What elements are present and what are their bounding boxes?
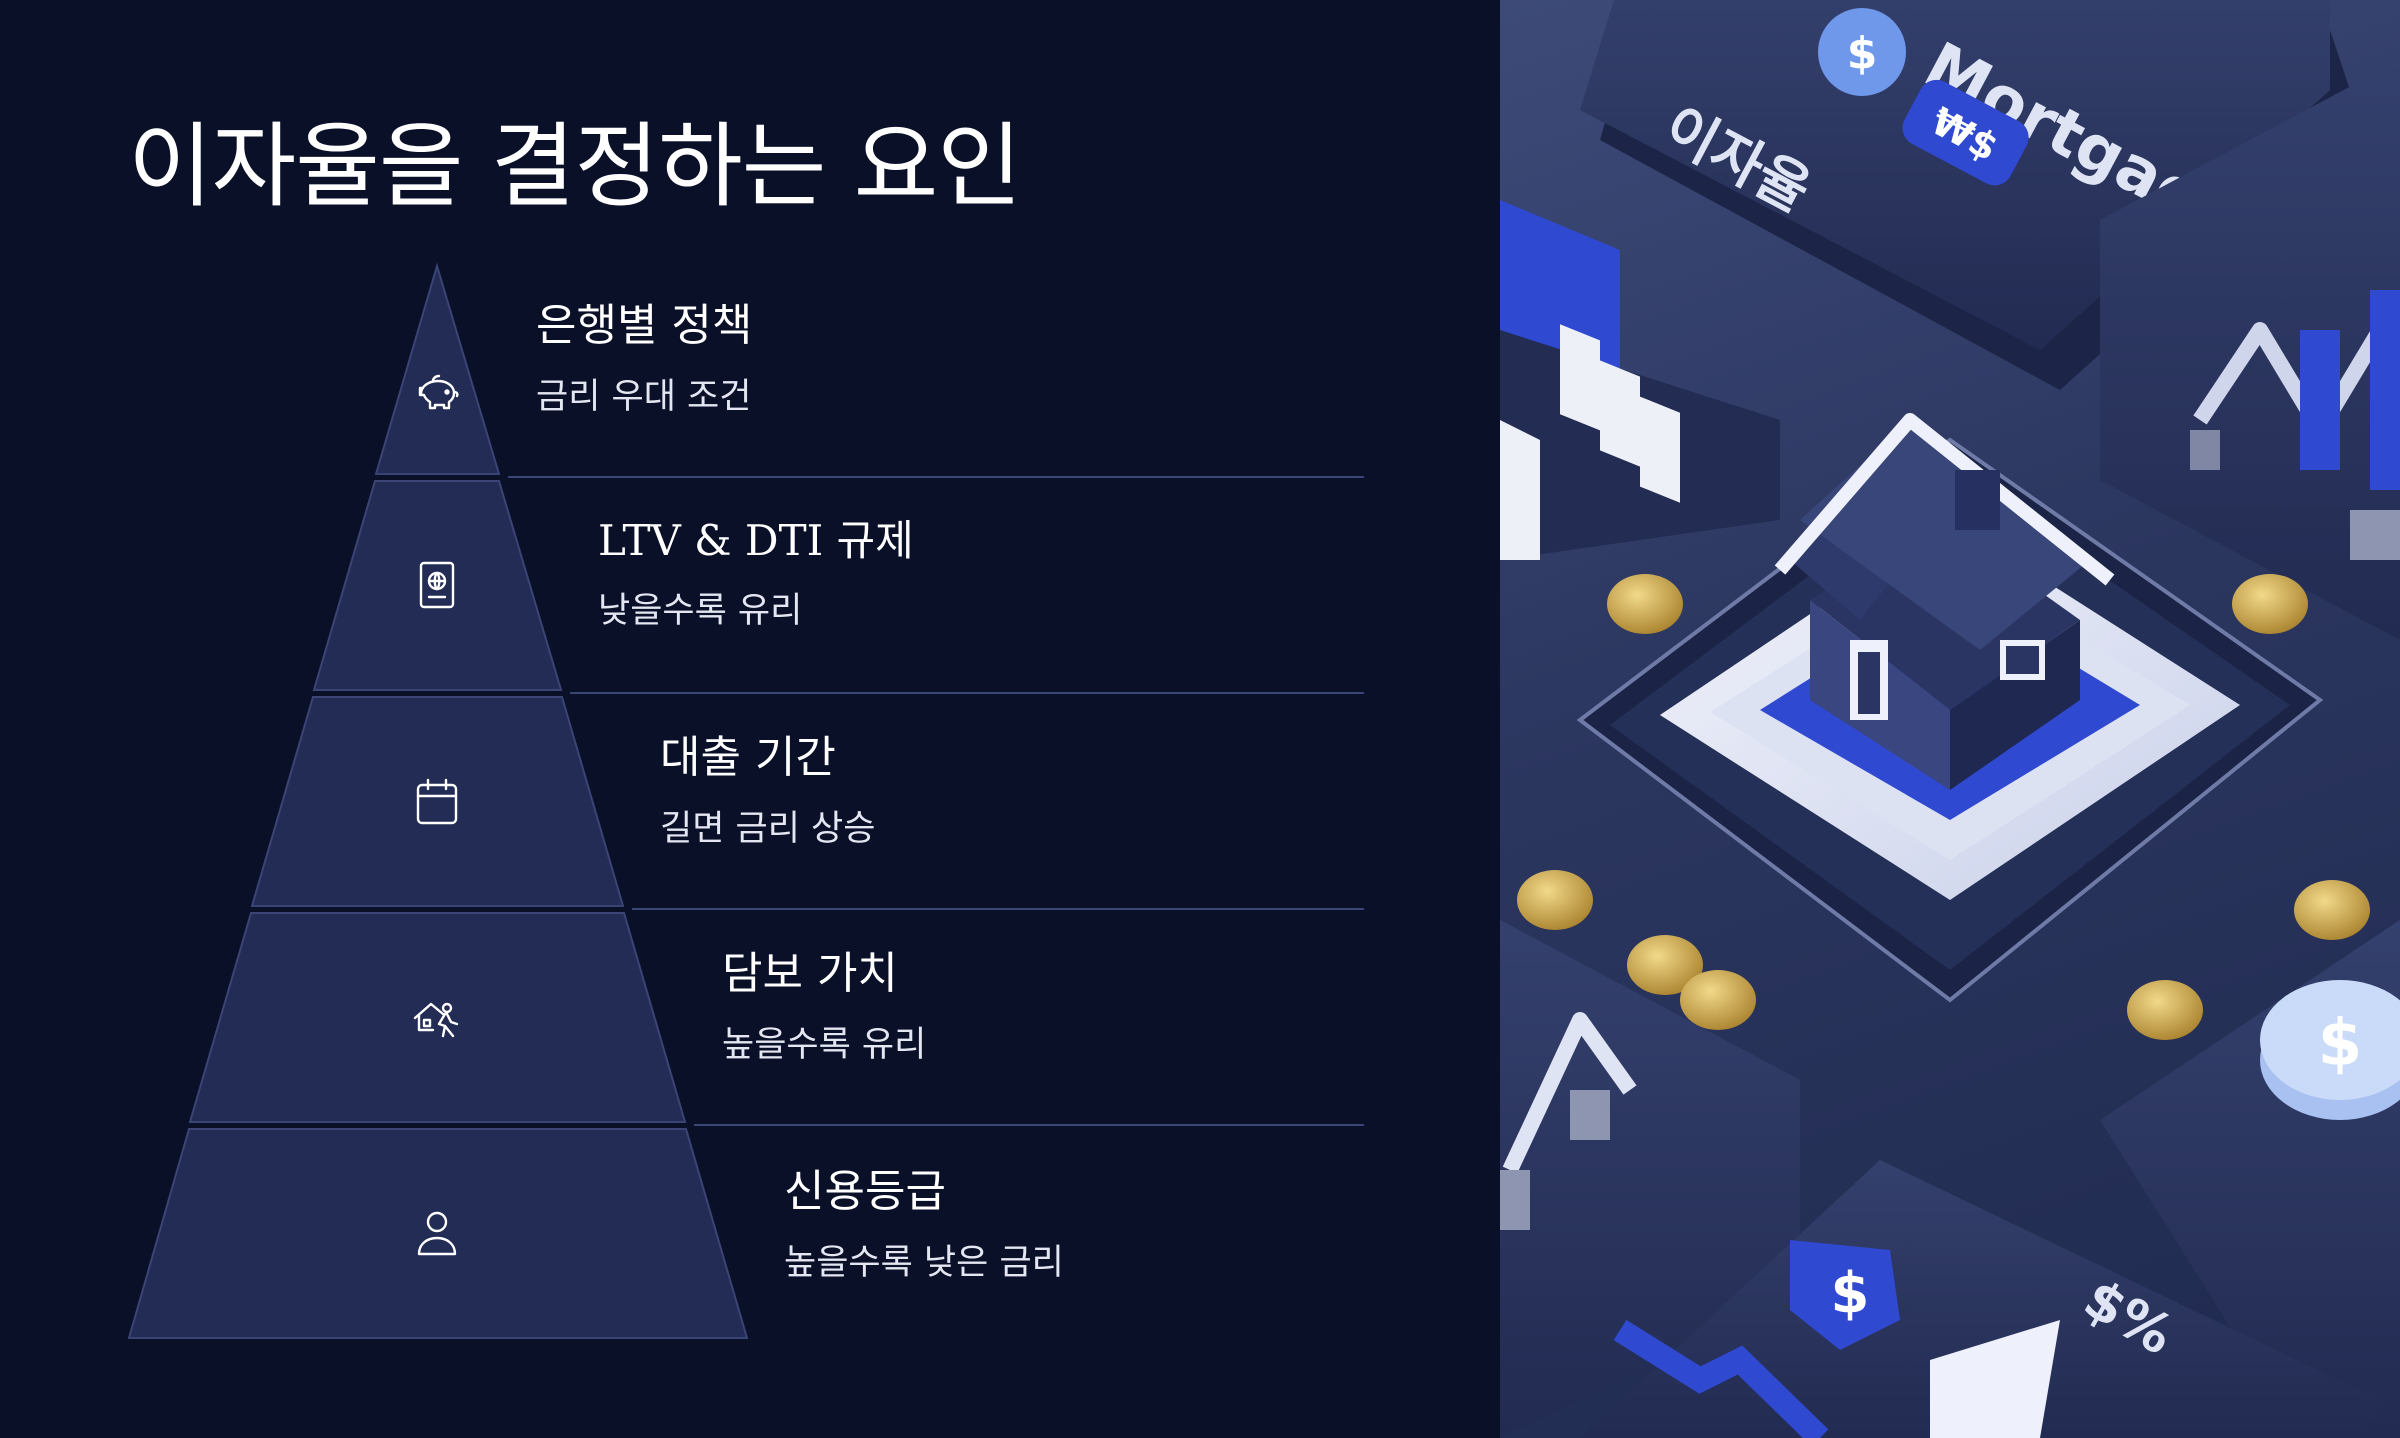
slide-title: 이자율을 결정하는 요인: [128, 113, 1022, 220]
bottom-badge: $: [1831, 1261, 1870, 1326]
tier-description: 높을수록 낮은 금리: [784, 1243, 1064, 1284]
sign-badge: $: [1847, 28, 1878, 79]
tier-description: 금리 우대 조건: [536, 377, 752, 418]
pyramid-tier-2: [312, 480, 563, 691]
tier-label-loan-term: 대출 기간 길면 금리 상승: [660, 732, 876, 850]
piggy-bank-icon: [409, 368, 465, 424]
tier-title: 신용등급: [784, 1166, 946, 1217]
tier-description: 높을수록 유리: [722, 1025, 927, 1066]
tier-description: 낮을수록 유리: [598, 591, 803, 632]
mortgage-illustration: Mortgage 이자율 $ ₩$: [1500, 0, 2400, 1438]
pyramid-tier-5: [127, 1128, 749, 1339]
tier-description: 길면 금리 상승: [660, 809, 876, 850]
content-panel: 이자율을 결정하는 요인: [127, 113, 1364, 1339]
house-person-icon: [409, 990, 465, 1046]
calendar-icon: [409, 774, 465, 830]
mortgage-sign-tile: Mortgage 이자율 $ ₩$: [1580, 0, 2360, 390]
tier-label-credit-rating: 신용등급 높을수록 낮은 금리: [784, 1166, 1064, 1284]
pyramid-tier-3: [250, 696, 625, 907]
pyramid-tier-1: [374, 262, 501, 475]
tier-label-collateral: 담보 가치 높을수록 유리: [722, 948, 927, 1066]
tier-label-ltv-dti: LTV & DTI 규제 낮을수록 유리: [598, 516, 914, 632]
bar-blocks-decor: [1500, 200, 1780, 560]
pyramid-tier-4: [188, 912, 687, 1123]
coin-tile-bottom-right: $: [2100, 920, 2400, 1438]
house-icon: [1774, 413, 2115, 790]
tier-label-bank-policy: 은행별 정책 금리 우대 조건: [536, 300, 753, 418]
coin-symbol: $: [2318, 1007, 2363, 1081]
pyramid-diagram: [127, 262, 1364, 1339]
person-icon: [409, 1206, 465, 1262]
coin-icon: [1517, 574, 2370, 1040]
tier-title: 대출 기간: [660, 732, 836, 783]
line-chart-tile: [2100, 60, 2400, 640]
tier-title: 은행별 정책: [536, 300, 753, 351]
tier-title: LTV & DTI 규제: [598, 516, 914, 565]
passport-icon: [409, 557, 465, 613]
tier-title: 담보 가치: [722, 948, 898, 999]
